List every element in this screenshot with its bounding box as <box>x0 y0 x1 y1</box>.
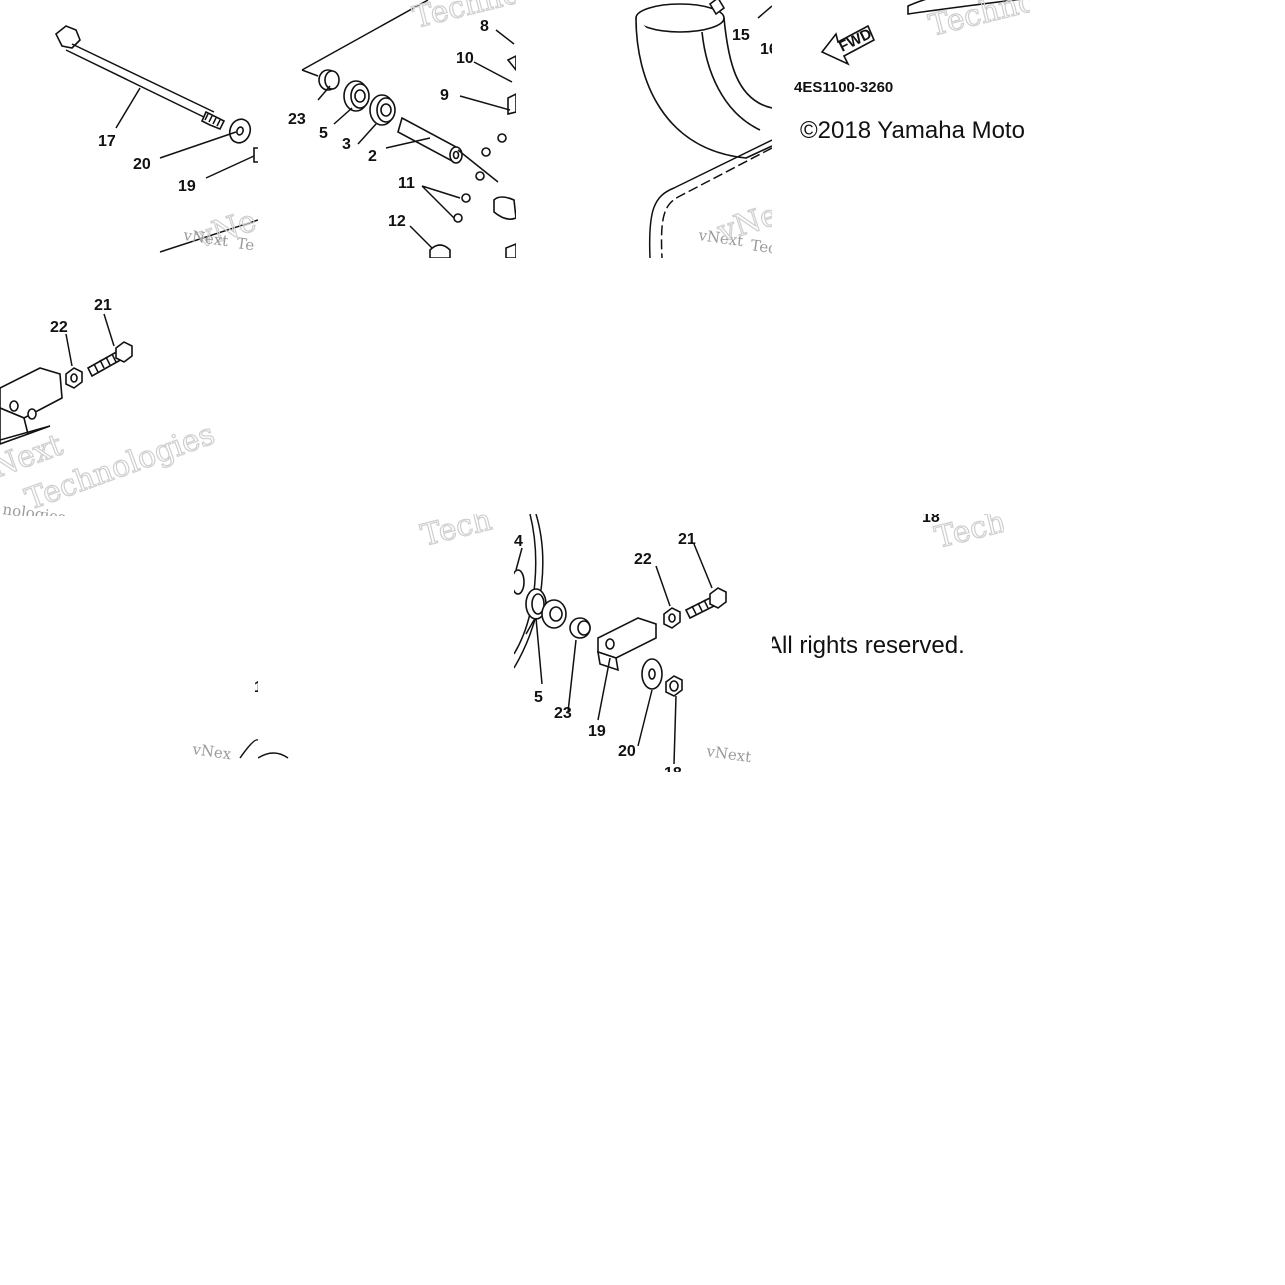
callout-10: 10 <box>456 50 474 67</box>
callout-15: 15 <box>732 27 750 44</box>
clevis-19-fragment <box>253 147 258 163</box>
callout-2: 2 <box>368 148 377 165</box>
cover-12 <box>429 244 451 258</box>
wheel-hardware-drawing: 4 5 23 19 20 22 21 18 vNext <box>514 514 752 772</box>
callout-5: 5 <box>319 125 328 142</box>
nut-22 <box>65 367 83 389</box>
chain-guard-fragment <box>907 0 1021 15</box>
bushing-23-lower <box>569 617 591 639</box>
swingarm-1 <box>635 3 772 258</box>
watermark-vnex: vNex <box>190 740 233 763</box>
tile-bracket: 22 21 Next Technologies nologies <box>0 258 258 516</box>
fragment-left-drawing: 13 vNex <box>190 679 258 763</box>
callout-16: 16 <box>760 41 772 58</box>
callout-5-lower: 5 <box>534 689 543 706</box>
tile-legend: FWD 4ES1100-3260 ©2018 Yamaha Moto Techn… <box>772 0 1030 258</box>
bolt-21-lower <box>684 587 727 620</box>
callout-22: 22 <box>50 319 68 336</box>
bearing-3 <box>369 94 396 126</box>
rights-notice: All rights reserved. <box>772 632 965 659</box>
callout-4: 4 <box>514 533 523 550</box>
nut-18-lower <box>665 675 683 697</box>
bearing-5 <box>343 80 370 112</box>
clevis-19 <box>596 617 657 672</box>
bushing-23 <box>318 69 340 91</box>
callout-17: 17 <box>98 133 116 150</box>
clevis-bracket <box>0 367 63 445</box>
tile-bearings: 23 5 3 2 8 10 9 11 12 Techno <box>258 0 516 258</box>
tile-wheel-hardware: 4 5 23 19 20 22 21 18 vNext <box>514 514 772 772</box>
callout-23-lower: 23 <box>554 705 572 722</box>
bolt-15 <box>708 0 726 16</box>
arm-fragment <box>493 196 516 220</box>
rights-drawing: 18 Tech All rights reserved. <box>772 514 1004 659</box>
callout-22-lower: 22 <box>634 551 652 568</box>
fwd-label: FWD <box>836 25 874 55</box>
washer-20-lower <box>641 658 663 690</box>
callout-20: 20 <box>133 156 151 173</box>
tile-watermark: Tech <box>258 514 516 772</box>
bracket-drawing: 22 21 Next Technologies nologies <box>0 297 220 516</box>
tile-fragment-left: 13 vNex <box>0 514 258 772</box>
watermark-vnext-3: vNext <box>704 742 752 766</box>
plate-8-fragment <box>506 55 516 72</box>
watermark-te: Te <box>235 234 255 254</box>
bolt-21 <box>86 341 133 378</box>
fwd-arrow: FWD <box>820 24 876 66</box>
watermark-tech: Tech <box>417 514 495 554</box>
copyright-notice: ©2018 Yamaha Moto <box>800 117 1025 144</box>
callout-3: 3 <box>342 136 351 153</box>
grease-nipples-11 <box>453 133 507 223</box>
callout-13: 13 <box>254 679 258 696</box>
watermark-tech-2: Tech <box>931 514 1004 556</box>
axle-drawing: 17 20 19 vNe vNext Te <box>54 25 258 257</box>
callout-21-lower: 21 <box>678 531 696 548</box>
bearing-5-lower <box>541 599 567 629</box>
nut-22-lower <box>663 607 681 629</box>
swingarm-drawing: 15 16 vNext Tec vNe <box>635 0 772 258</box>
callout-23: 23 <box>288 111 306 128</box>
callout-18: 18 <box>922 514 940 526</box>
tile-rights: 18 Tech All rights reserved. <box>772 514 1004 772</box>
watermark-tec: Tec <box>749 236 772 257</box>
callout-11: 11 <box>398 175 415 192</box>
pivot-axle-17 <box>54 25 226 131</box>
callout-19: 19 <box>178 178 196 195</box>
bearings-drawing: 23 5 3 2 8 10 9 11 12 Techno <box>288 0 516 258</box>
tile-axle: 17 20 19 vNe vNext Te <box>0 0 258 258</box>
circlip-4 <box>514 569 525 595</box>
callout-18-lower: 18 <box>664 765 682 772</box>
callout-19-lower: 19 <box>588 723 606 740</box>
collar-2 <box>397 116 463 164</box>
callout-8: 8 <box>480 18 489 35</box>
callout-9: 9 <box>440 87 449 104</box>
watermark-techno: Techno <box>409 0 516 36</box>
tile-swingarm: 15 16 vNext Tec vNe <box>514 0 772 258</box>
diagram-code: 4ES1100-3260 <box>794 79 893 96</box>
callout-21: 21 <box>94 297 112 314</box>
watermark-techno-2: Techno <box>925 0 1030 44</box>
callout-20-lower: 20 <box>618 743 636 760</box>
watermark-tile: Tech <box>258 514 496 759</box>
legend-drawing: FWD 4ES1100-3260 ©2018 Yamaha Moto Techn… <box>794 0 1030 144</box>
callout-12: 12 <box>388 213 406 230</box>
